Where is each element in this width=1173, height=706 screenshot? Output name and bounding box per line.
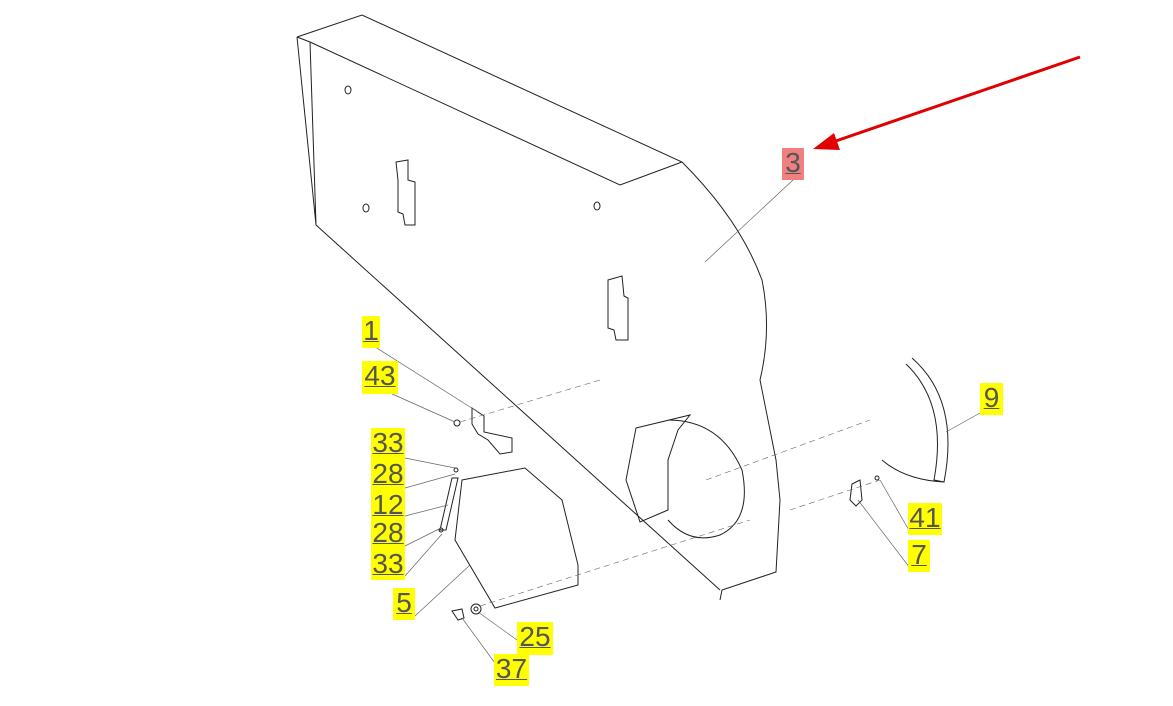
ring-9 xyxy=(881,357,949,483)
callout-1[interactable]: 1 xyxy=(362,315,380,348)
callout-33-top[interactable]: 33 xyxy=(371,427,405,459)
assembly-lines xyxy=(459,379,881,607)
callout-12[interactable]: 12 xyxy=(371,489,405,520)
handle-lower xyxy=(607,275,629,341)
bracket-1 xyxy=(471,407,513,455)
callout-28-top[interactable]: 28 xyxy=(371,458,405,490)
callout-28-bottom[interactable]: 28 xyxy=(371,517,405,549)
callout-41[interactable]: 41 xyxy=(908,502,942,535)
motor-opening xyxy=(667,419,745,539)
callout-7[interactable]: 7 xyxy=(908,540,930,572)
motor-housing xyxy=(625,414,692,523)
callout-33-bottom[interactable]: 33 xyxy=(371,548,405,580)
bar-12 xyxy=(439,477,459,531)
handle-upper xyxy=(395,159,416,226)
callout-9[interactable]: 9 xyxy=(980,383,1003,415)
callout-3-selected[interactable]: 3 xyxy=(782,148,804,180)
bracket-7 xyxy=(849,479,863,507)
red-pointer-arrow xyxy=(813,55,1081,150)
callout-5[interactable]: 5 xyxy=(393,588,415,620)
callout-37[interactable]: 37 xyxy=(494,653,529,686)
leader-lines xyxy=(371,179,981,671)
callout-43[interactable]: 43 xyxy=(362,361,398,394)
main-panel-outline xyxy=(296,14,781,601)
callout-25[interactable]: 25 xyxy=(517,622,553,655)
cover-plate xyxy=(454,467,579,609)
